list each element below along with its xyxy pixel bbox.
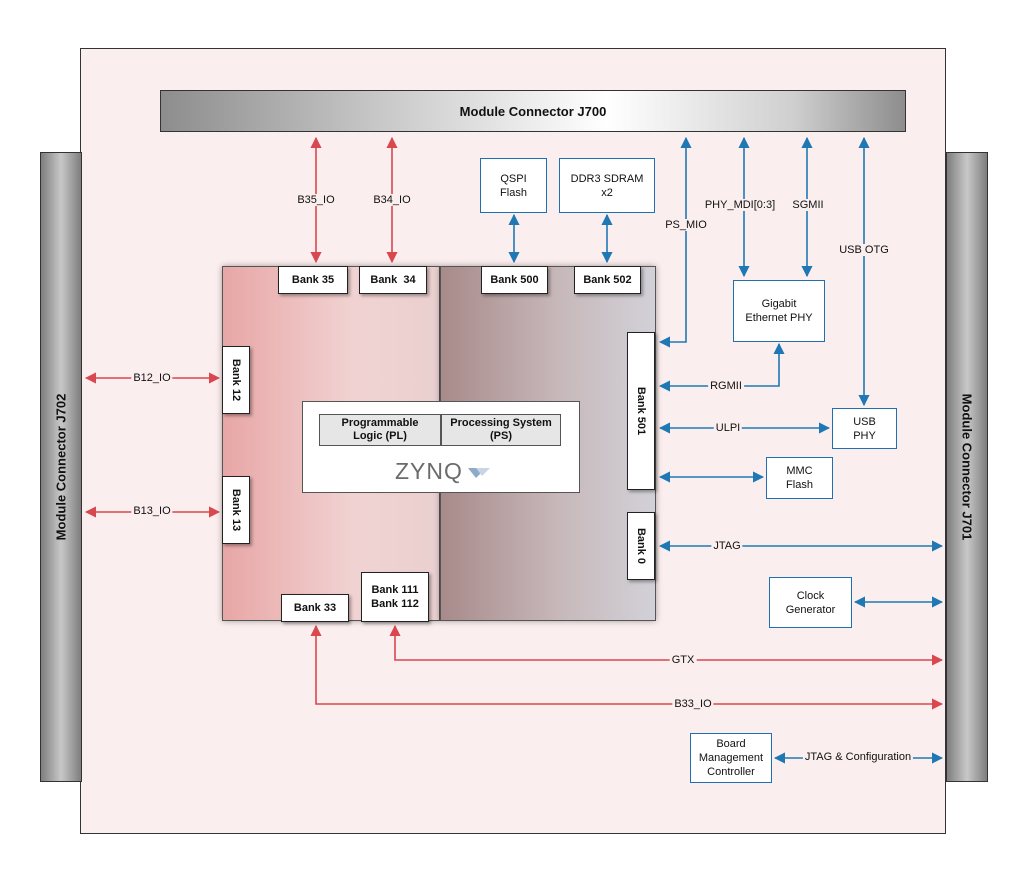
label-b33-io: B33_IO [672,698,714,710]
label-b34-io: B34_IO [371,194,413,206]
label-b12-io: B12_IO [131,372,173,384]
wire-gtx [389,624,944,666]
zynq-logo: ZYNQ [395,458,492,485]
label-b13-io: B13_IO [131,505,173,517]
module-connector-j701: Module Connector J701 [946,152,988,782]
bank-34: Bank 34 [359,266,427,294]
bank-502: Bank 502 [574,266,641,294]
label-ulpi: ULPI [713,422,743,434]
bank-33: Bank 33 [281,594,349,622]
wire-rgmii [658,342,785,392]
label-usb-otg: USB OTG [837,244,891,256]
label-gtx: GTX [669,654,697,666]
wire-ps-mio [658,136,692,348]
zynq-logo-mark-icon [468,467,491,478]
label-jtag: JTAG [711,540,743,552]
bank-501: Bank 501 [627,332,655,490]
bank-0: Bank 0 [627,512,655,580]
label-jtag-configuration: JTAG & Configuration [802,751,914,763]
ps-cell: Processing System(PS) [441,414,561,446]
label-b35-io: B35_IO [295,194,337,206]
label-rgmii: RGMII [708,380,744,392]
label-ps-mio: PS_MIO [663,219,709,231]
module-connector-j702: Module Connector J702 [40,152,82,782]
bank-12: Bank 12 [222,346,250,414]
label-phy-mdi: PHY_MDI[0:3] [702,199,778,211]
bank-13: Bank 13 [222,476,250,544]
module-connector-j700-label: Module Connector J700 [459,103,607,119]
module-connector-j700: Module Connector J700 [160,90,906,132]
label-sgmii: SGMII [790,199,826,211]
wire-b33-io [310,624,944,710]
bank-35: Bank 35 [278,266,348,294]
bank-500: Bank 500 [481,266,548,294]
